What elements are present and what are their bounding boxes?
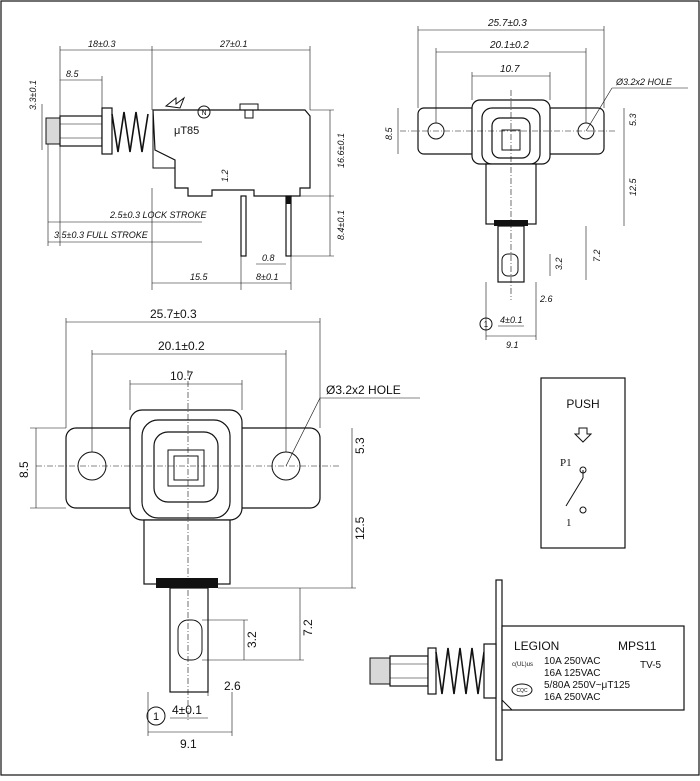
dim-side-16-6: 16.6±0.1 [336,133,346,168]
dim-small-3-2: 3.2 [554,257,564,270]
dim-large-7-2: 7.2 [301,619,315,636]
plunger-tip [45,117,61,145]
dim-large-5-3: 5.3 [353,437,367,454]
hole-note-small: Ø3.2x2 HOLE [615,77,673,87]
body-top-tab [239,103,259,110]
dim-large-20-1: 20.1±0.2 [158,339,205,353]
dim-small-8-5: 8.5 [384,126,394,140]
dim-side-8: 8±0.1 [256,272,278,282]
schematic-title: PUSH [566,397,599,411]
dim-side-15-5: 15.5 [190,272,209,282]
label-rating-1: 10A 250VAC [544,656,601,667]
product-plunger [389,655,429,687]
product-plunger-tip [369,657,391,685]
product-spring [435,647,485,695]
label-brand: LEGION [514,639,559,653]
mount-plate [495,579,503,761]
schematic-box [540,377,626,549]
dim-large-12-5: 12.5 [353,516,367,540]
plunger-shaft [59,115,103,147]
label-model: MPS11 [618,639,657,653]
switch-label-body [501,625,685,711]
dim-large-3-2: 3.2 [245,631,259,648]
dim-side-27: 27±0.1 [219,39,247,49]
dim-side-18: 18±0.3 [88,39,115,49]
label-cert-cqc: CQC [516,688,528,694]
side-view: N μT85 18±0.3 27±0.1 8.5 3.3±0.1 16.6±0.… [28,39,346,290]
lower-housing-large [143,519,231,585]
dim-small-4: 4±0.1 [500,315,522,325]
front-view-small: 25.7±0.3 20.1±0.2 10.7 Ø3.2x2 HOLE 5.3 8… [384,18,688,350]
pin-left [240,195,247,257]
label-cert-ul: c(UL)us [512,662,533,668]
switch-schematic: PUSH P1 1 [540,377,626,549]
full-stroke-label: 3.5±0.3 FULL STROKE [54,230,149,240]
dim-large-9-1: 9.1 [180,737,197,751]
hole-note-large: Ø3.2x2 HOLE [326,383,401,397]
marker-large: 1 [153,711,159,723]
dim-side-3-3: 3.3±0.1 [28,80,38,110]
dim-side-8-5: 8.5 [66,69,80,79]
cert-mark: N [201,110,206,117]
dim-large-4: 4±0.1 [172,703,202,717]
dim-large-2-6: 2.6 [224,679,241,693]
dim-small-2-6: 2.6 [539,294,553,304]
pin-right [285,195,292,257]
schematic-p1: P1 [560,457,572,469]
part-marking: μT85 [174,125,199,137]
dim-small-10-7: 10.7 [500,64,520,75]
brand-logo-icon [164,96,186,109]
switch-body-side [152,109,311,197]
push-arrow-icon [573,427,593,443]
dim-small-12-5: 12.5 [628,177,638,196]
spring [111,111,149,153]
lock-stroke-label: 2.5±0.3 LOCK STROKE [109,210,207,220]
front-view-large: 25.7±0.3 20.1±0.2 10.7 Ø3.2x2 HOLE 8.5 5… [17,307,420,751]
dim-small-20-1: 20.1±0.2 [489,40,529,51]
dim-large-10-7: 10.7 [170,369,194,383]
dim-small-25-7: 25.7±0.3 [487,18,527,29]
dim-small-9-1: 9.1 [506,340,519,350]
dim-side-1-2: 1.2 [220,169,230,182]
label-rating-3: 5/80A 250V~μT125 [544,680,631,691]
switch-contact [565,477,584,507]
dim-large-25-7: 25.7±0.3 [150,307,197,321]
dim-large-8-5: 8.5 [17,461,31,478]
dim-small-7-2: 7.2 [592,249,602,262]
cqc-logo-icon [511,683,533,697]
cert-circle [197,105,211,119]
dim-side-0-8: 0.8 [262,253,275,263]
label-tv: TV-5 [640,660,662,671]
marker-circle-large [146,706,166,726]
label-rating-4: 16A 250VAC [544,692,601,703]
dim-side-8-4: 8.4±0.1 [336,210,346,240]
schematic-p2: 1 [566,517,572,529]
label-rating-2: 16A 125VAC [544,668,601,679]
dim-small-5-3: 5.3 [628,113,638,126]
product-view: LEGION MPS11 10A 250VAC 16A 125VAC 5/80A… [369,579,685,761]
